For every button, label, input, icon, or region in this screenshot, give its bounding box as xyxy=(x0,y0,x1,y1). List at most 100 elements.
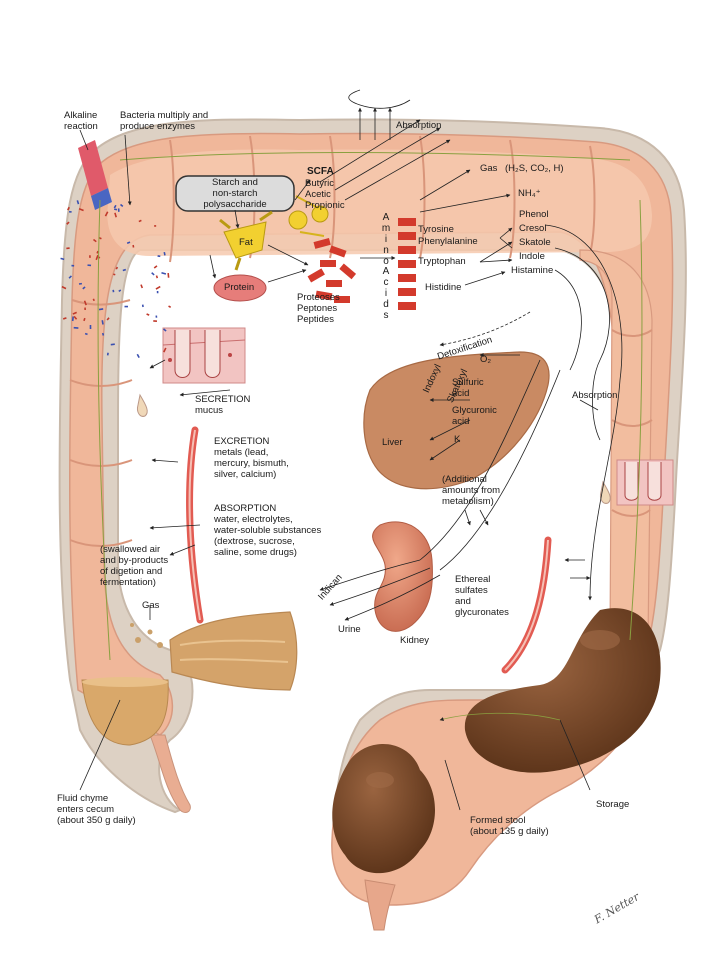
bacterium xyxy=(115,266,119,270)
mucosa-inset-left xyxy=(162,327,246,384)
label-phenylalanine: Phenylalanine xyxy=(418,236,478,247)
bacterium xyxy=(68,275,72,279)
label-histidine: Histidine xyxy=(425,282,462,293)
bacterium xyxy=(60,257,65,261)
label-protein: Protein xyxy=(224,282,255,293)
peptide-molecules xyxy=(307,238,357,303)
bacterium xyxy=(106,317,110,321)
bacterium xyxy=(122,268,127,272)
bacterium xyxy=(101,332,105,336)
bacterium xyxy=(163,251,166,256)
ileum xyxy=(169,611,298,691)
protein-molecule xyxy=(213,274,267,302)
label-secretion-title: SECRETION xyxy=(195,394,251,405)
bacterium xyxy=(62,317,67,320)
label-gas-left: Gas xyxy=(142,600,160,611)
mucosa-inset-right xyxy=(616,459,674,506)
bacterium xyxy=(87,264,92,267)
label-swallowed: (swallowed air and by-products of digeti… xyxy=(100,544,169,588)
label-additional: (Additional amounts from metabolism) xyxy=(442,474,501,507)
label-amino: A m i n o xyxy=(381,212,391,267)
bacterium xyxy=(118,289,122,292)
amino-acid-molecules xyxy=(398,218,416,310)
bacterium xyxy=(110,343,115,346)
label-phenol: Phenol xyxy=(519,209,549,220)
bacterium xyxy=(78,208,84,212)
cecum-chyme xyxy=(81,611,298,746)
flow-arrows xyxy=(79,89,623,811)
bacterium xyxy=(113,204,117,209)
bacterium xyxy=(155,275,159,279)
bacterium xyxy=(151,272,155,276)
label-liver: Liver xyxy=(382,437,403,448)
label-k: K xyxy=(454,434,461,445)
bacterium xyxy=(84,307,86,311)
bacterium xyxy=(83,300,87,306)
label-absorption-right: Absorption xyxy=(572,390,618,401)
label-kidney: Kidney xyxy=(400,635,430,646)
bacterium xyxy=(92,238,97,243)
bacterium xyxy=(138,219,142,223)
vessel-right xyxy=(501,536,552,674)
label-bacteria: Bacteria multiply and produce enzymes xyxy=(120,110,209,132)
bacterium xyxy=(114,212,117,218)
bacterium xyxy=(68,210,72,213)
label-storage: Storage xyxy=(596,799,630,810)
bacterium xyxy=(66,247,70,250)
bacterium xyxy=(67,206,70,211)
bacterium xyxy=(119,203,124,207)
label-fluid-chyme: Fluid chyme enters cecum (about 350 g da… xyxy=(57,793,136,826)
label-ethereal: Ethereal sulfates and glycuronates xyxy=(455,574,509,618)
bacterium xyxy=(61,285,67,290)
bacterium xyxy=(112,289,115,293)
liver-illustration xyxy=(363,351,550,490)
label-absorption-sub: water, electrolytes, water-soluble subst… xyxy=(214,514,322,558)
bacterium xyxy=(114,208,118,211)
bacterium xyxy=(78,282,83,285)
bacterium xyxy=(71,264,75,267)
bacterium xyxy=(89,255,91,258)
label-o2: O₂ xyxy=(480,354,492,365)
bacterium xyxy=(141,304,144,308)
label-tyrosine: Tyrosine xyxy=(418,224,454,235)
label-proteoses: Proteoses Peptones Peptides xyxy=(297,292,340,325)
label-fat: Fat xyxy=(239,237,253,248)
bacterium xyxy=(72,311,77,315)
label-starch: Starch and non-starch polysaccharide xyxy=(203,177,267,210)
storage-stool xyxy=(464,608,661,773)
bacterium xyxy=(156,290,159,294)
kidney-illustration xyxy=(372,521,433,632)
label-gas-top: Gas xyxy=(480,163,498,174)
bacterium xyxy=(157,255,161,258)
label-skatole: Skatole xyxy=(519,237,551,248)
alkaline-indicator xyxy=(78,140,108,196)
bacterium xyxy=(168,305,172,309)
bacterium xyxy=(89,325,92,329)
bacterium xyxy=(124,305,128,308)
bacterium xyxy=(76,200,80,205)
bacterium xyxy=(101,320,104,325)
label-excretion-sub: metals (lead, mercury, bismuth, silver, … xyxy=(214,447,289,480)
label-alkaline-reaction: Alkaline reaction xyxy=(64,110,98,132)
label-urine: Urine xyxy=(338,624,361,635)
bacterium xyxy=(132,244,135,248)
bacterium xyxy=(154,225,157,227)
bacterium xyxy=(84,332,88,336)
bacterium xyxy=(73,315,78,320)
mesenteric-vessels xyxy=(97,152,643,661)
label-glycuronic: Glycuronic acid xyxy=(452,405,497,427)
stool-masses xyxy=(332,608,661,874)
bacterium xyxy=(73,326,79,329)
bacterium xyxy=(167,273,170,278)
label-sulfuric: Sulfuric acid xyxy=(452,377,484,399)
label-absorption-top: Absorption xyxy=(396,120,442,131)
bacterium xyxy=(106,352,109,356)
label-absorption-title: ABSORPTION xyxy=(214,503,277,514)
bacterium xyxy=(163,328,167,332)
bacterium xyxy=(95,254,99,261)
fat-molecule xyxy=(219,195,329,271)
bacterium xyxy=(136,353,140,358)
label-histamine: Histamine xyxy=(511,265,554,276)
